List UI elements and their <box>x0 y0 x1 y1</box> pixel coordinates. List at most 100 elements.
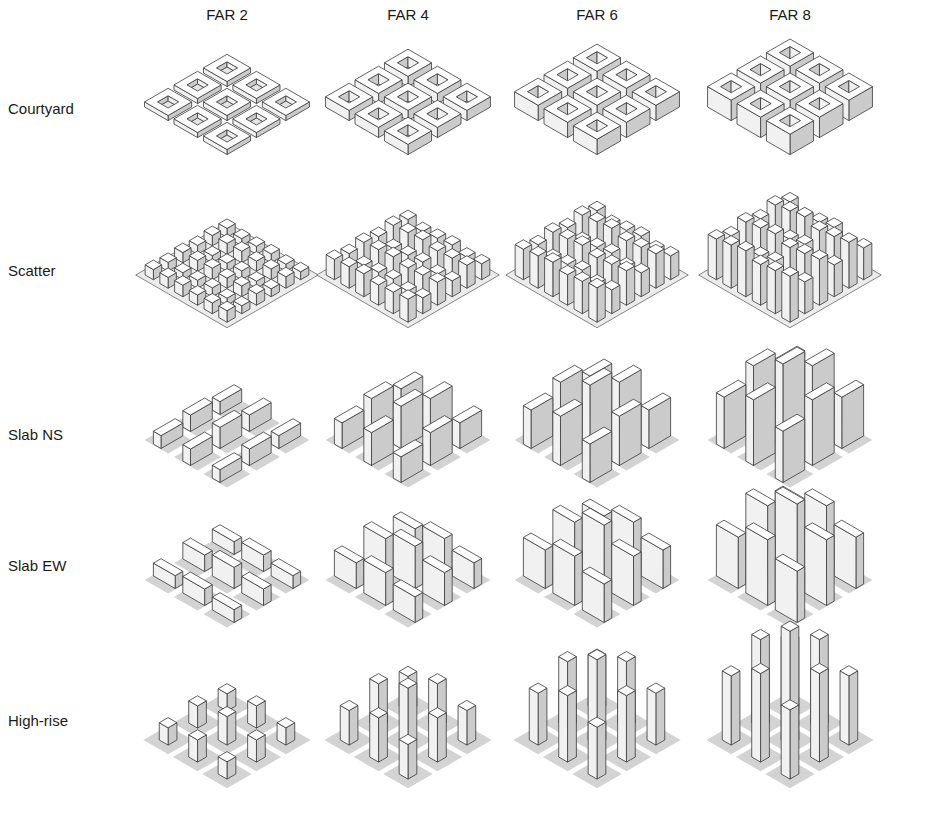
building-roof <box>219 234 235 244</box>
building-roof <box>203 122 250 149</box>
building-roof <box>219 269 235 279</box>
building-face <box>545 258 553 297</box>
building-roof <box>160 253 176 263</box>
row-label: Slab NS <box>8 426 63 444</box>
building-face <box>805 277 813 314</box>
building-roof <box>662 246 678 256</box>
building-roof <box>334 406 363 423</box>
building-roof <box>523 533 552 550</box>
building-roof <box>364 416 393 433</box>
massing-cell <box>317 210 500 328</box>
column-header: FAR 2 <box>206 6 248 24</box>
building-roof <box>782 192 798 202</box>
massing-cell <box>708 346 873 487</box>
building-face <box>618 691 627 763</box>
building-roof <box>393 580 422 597</box>
building-roof <box>574 272 590 282</box>
building-roof <box>544 95 591 122</box>
building-roof <box>582 508 611 525</box>
building-roof <box>248 730 266 740</box>
building-roof <box>459 256 475 266</box>
building-roof <box>248 272 264 282</box>
building-roof <box>723 226 739 236</box>
building-roof <box>423 556 452 573</box>
building-face <box>393 402 401 449</box>
building-roof <box>618 261 634 271</box>
building-roof <box>618 231 634 241</box>
massing-cell <box>708 39 873 155</box>
building-roof <box>767 224 783 234</box>
building-roof <box>574 236 590 246</box>
building-roof <box>515 78 562 105</box>
building-roof <box>840 666 858 676</box>
building-roof <box>248 252 264 262</box>
row-label: High-rise <box>8 712 68 730</box>
massing-cell <box>699 192 882 327</box>
building-roof <box>612 539 641 556</box>
building-roof <box>183 572 212 589</box>
building-roof <box>356 233 372 243</box>
building-roof <box>648 244 664 254</box>
building-roof <box>153 419 182 436</box>
massing-cell <box>706 621 873 788</box>
building-face <box>767 266 775 314</box>
building-roof <box>452 406 481 423</box>
building-roof <box>767 252 783 262</box>
building-roof <box>218 752 236 762</box>
building-roof <box>175 243 191 253</box>
building-roof <box>841 233 857 243</box>
building-roof <box>559 255 575 265</box>
building-roof <box>805 383 834 400</box>
massing-cell <box>145 54 310 154</box>
building-roof <box>716 520 745 537</box>
building-roof <box>175 263 191 273</box>
building-face <box>568 691 577 763</box>
building-roof <box>775 554 804 571</box>
building-face <box>604 580 612 623</box>
massing-cell <box>326 512 491 628</box>
building-roof <box>263 244 279 254</box>
building-roof <box>429 241 445 251</box>
building-roof <box>393 529 422 546</box>
building-roof <box>159 718 177 728</box>
building-roof <box>766 107 813 134</box>
building-roof <box>423 382 452 399</box>
building-face <box>588 722 597 779</box>
building-face <box>559 270 567 305</box>
building-roof <box>612 365 641 382</box>
building-roof <box>589 201 605 211</box>
building-roof <box>160 268 176 278</box>
building-face <box>738 246 746 297</box>
building-roof <box>444 271 460 281</box>
massing-cell <box>145 525 310 628</box>
building-face <box>415 592 423 622</box>
building-roof <box>212 453 241 470</box>
building-roof <box>618 651 636 661</box>
building-roof <box>183 398 212 415</box>
building-roof <box>530 235 546 245</box>
building-roof <box>612 505 641 522</box>
building-roof <box>633 238 649 248</box>
building-roof <box>204 246 220 256</box>
building-face <box>641 406 649 449</box>
building-roof <box>400 223 416 233</box>
building-face <box>370 713 379 762</box>
building-roof <box>746 383 775 400</box>
building-roof <box>603 280 619 290</box>
building-roof <box>393 512 422 529</box>
building-face <box>746 527 768 605</box>
building-roof <box>515 240 531 250</box>
building-roof <box>355 66 402 93</box>
building-roof <box>553 505 582 522</box>
building-face <box>538 688 547 745</box>
building-roof <box>242 432 271 449</box>
building-roof <box>708 73 755 100</box>
building-roof <box>737 90 784 117</box>
building-roof <box>796 272 812 282</box>
building-roof <box>752 629 770 639</box>
column-header: FAR 8 <box>769 6 811 24</box>
building-roof <box>752 219 768 229</box>
building-roof <box>242 572 271 589</box>
building-roof <box>400 258 416 268</box>
